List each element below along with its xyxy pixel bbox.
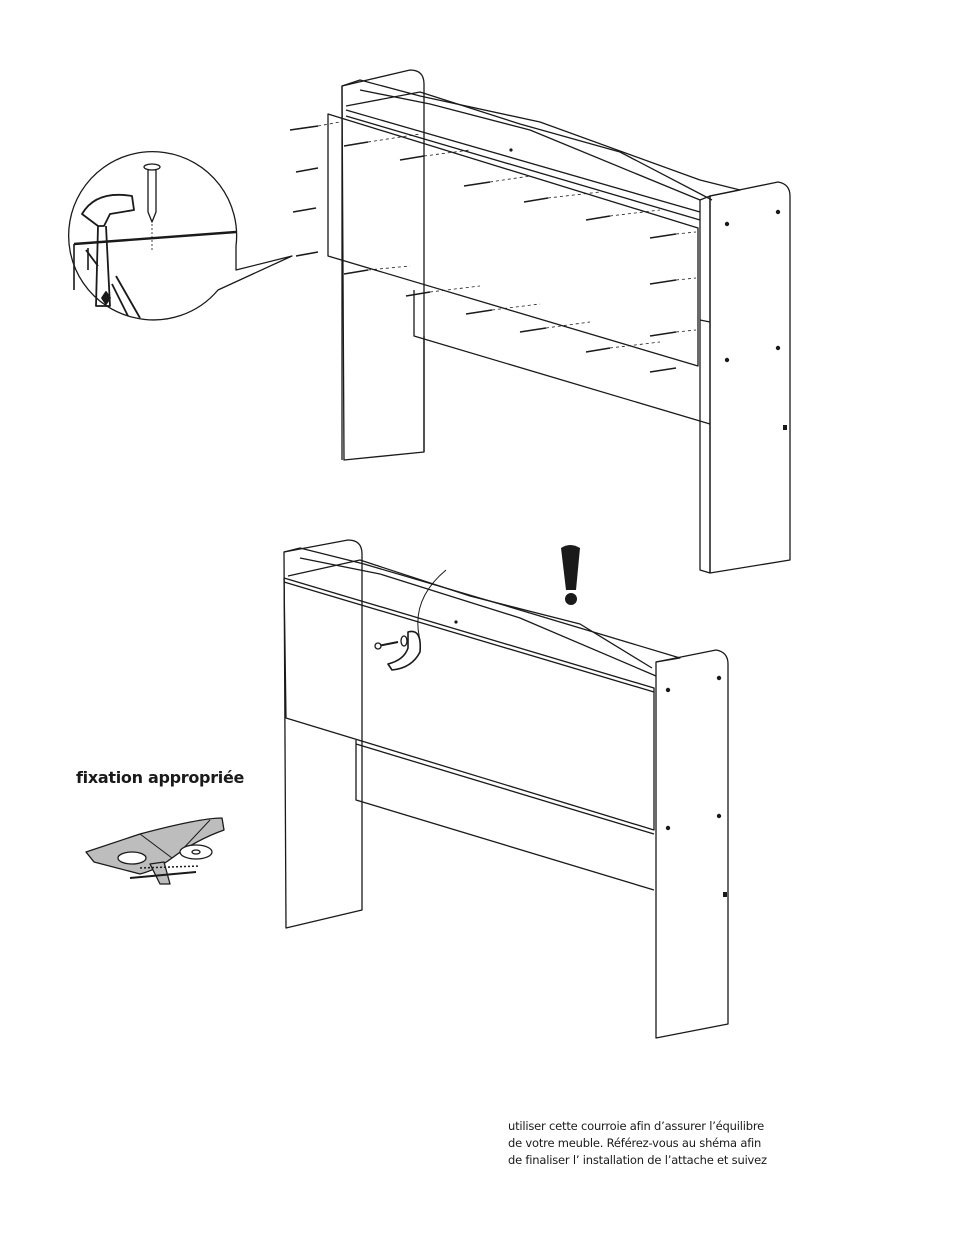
holes <box>509 148 787 430</box>
strap-kit-illustration <box>86 818 224 884</box>
instruction-line: de finaliser l’ installation de l’attach… <box>508 1152 808 1169</box>
headboard-front-view <box>284 540 728 1038</box>
hammer-icon <box>82 195 140 318</box>
right-side-panel <box>710 182 790 573</box>
instruction-line: de votre meuble. Référez-vous au shéma a… <box>508 1135 808 1152</box>
headboard-back-view <box>69 70 790 573</box>
top-shelf <box>342 80 740 196</box>
instruction-text: utiliser cette courroie afin d’assurer l… <box>508 1118 808 1169</box>
front-panel <box>284 578 654 830</box>
instruction-line: utiliser cette courroie afin d’assurer l… <box>508 1118 808 1135</box>
strap-label: fixation appropriée <box>76 768 244 787</box>
hammer-detail-callout <box>69 152 292 320</box>
back-panel <box>328 114 698 366</box>
right-side-panel <box>656 650 728 1038</box>
nails <box>290 126 676 372</box>
exclamation-icon <box>561 545 580 605</box>
